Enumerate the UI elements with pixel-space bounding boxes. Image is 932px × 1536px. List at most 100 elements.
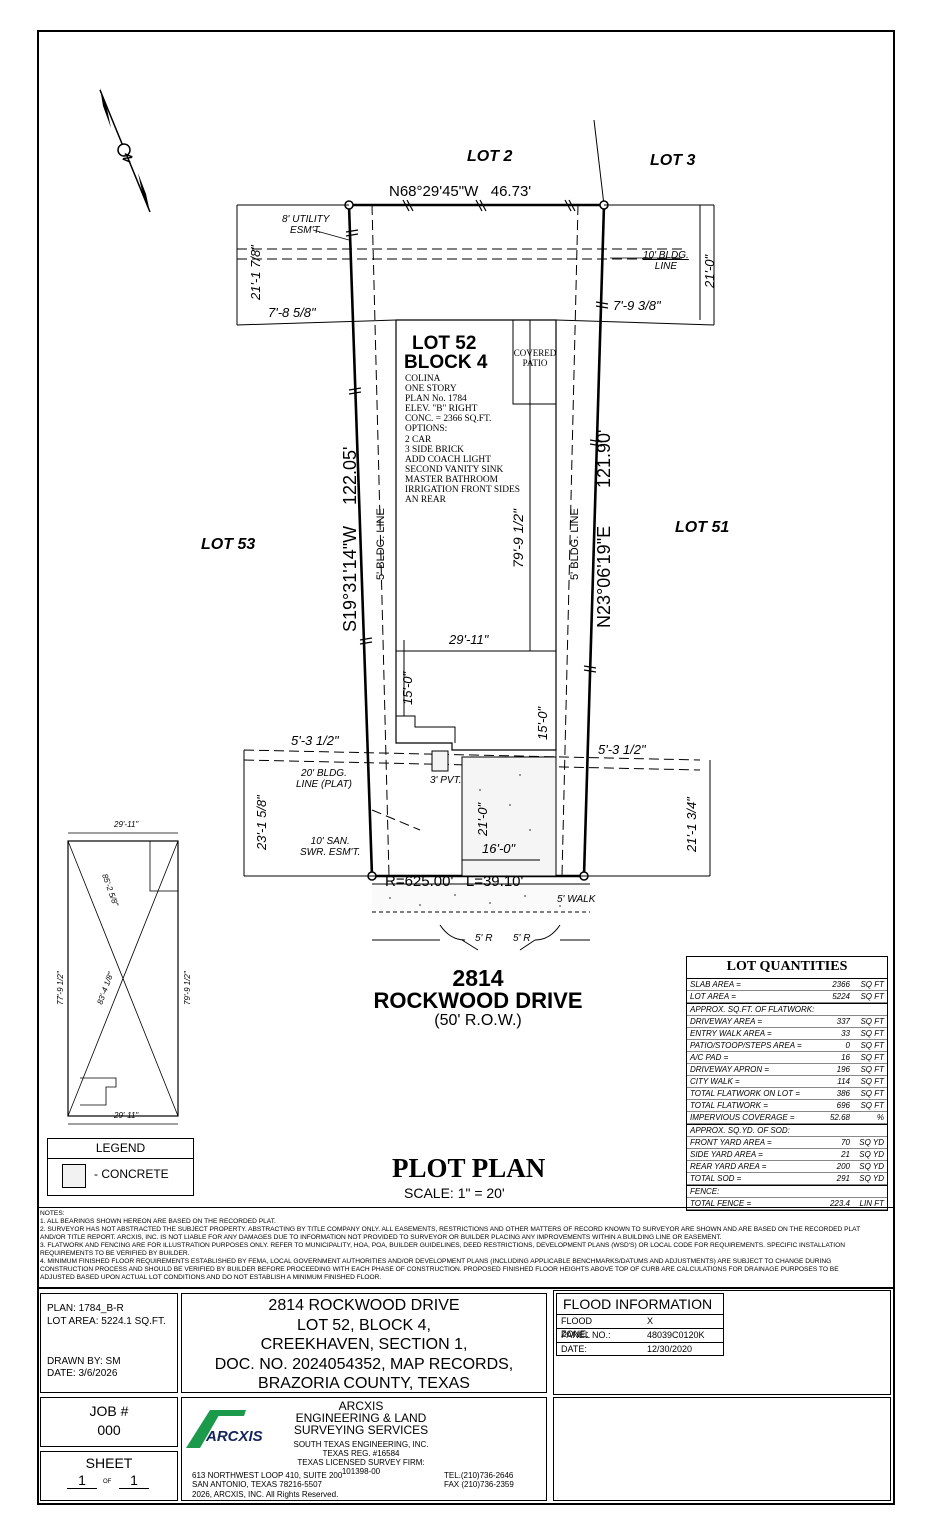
house-info-line: PLAN No. 1784 [405, 394, 467, 405]
slab-left-dim: 77'-9 1/2" [56, 970, 65, 1005]
note-line: 3. FLATWORK AND FENCING ARE FOR ILLUSTRA… [40, 1242, 845, 1249]
dim-7-8: 7'-8 5/8" [268, 305, 316, 320]
dim-16-0: 16'-0" [482, 841, 516, 856]
fence-header: FENCE: [687, 1185, 887, 1198]
flood-title: FLOOD INFORMATION [557, 1294, 723, 1315]
house-info-line: COLINA [405, 374, 441, 384]
plan-label: PLAN: 1784_B-R [47, 1303, 124, 1314]
company-line: SURVEYING SERVICES [293, 1423, 429, 1437]
company-line: ARCXIS [338, 1399, 384, 1413]
quantity-label: TOTAL FLATWORK = [690, 1101, 768, 1110]
quantity-unit: SQ YD [859, 1138, 884, 1147]
sanitary-easement-label: 10' SAN.SWR. ESM'T. [300, 836, 361, 858]
quantity-unit: SQ FT [860, 1029, 884, 1038]
walk-label: 5' WALK [557, 894, 596, 905]
notes-block: NOTES: 1. ALL BEARINGS SHOWN HEREON ARE … [40, 1210, 892, 1282]
quantity-label: DRIVEWAY APRON = [690, 1065, 770, 1074]
house-info-line: OPTIONS: [405, 424, 448, 435]
flood-zone-label: FLOOD ZONE: [561, 1316, 593, 1339]
slab-diag1-dim: 85'-2 5/8" [100, 873, 120, 909]
sheet-label: SHEET [85, 1455, 133, 1471]
quantity-unit: SQ FT [860, 1065, 884, 1074]
quantity-value: 70 [841, 1138, 850, 1147]
quantity-label: FRONT YARD AREA = [690, 1138, 772, 1147]
quantity-label: CITY WALK = [690, 1077, 740, 1086]
quantity-value: 291 [836, 1174, 850, 1183]
company-small-line: SOUTH TEXAS ENGINEERING, INC. [293, 1440, 429, 1449]
quantity-label: TOTAL FLATWORK ON LOT = [690, 1089, 800, 1098]
north-arrow-icon: N [99, 88, 151, 213]
sheet-of: OF [103, 1479, 112, 1485]
lot-quantities-title: LOT QUANTITIES [687, 957, 887, 979]
slab-diagram: 77'-9 1/2" 79'-9 1/2" 85'-2 5/8" 83'-4 1… [56, 832, 192, 1125]
notes-header: NOTES: [40, 1210, 65, 1217]
slab-bottom-dim: 29'-11" [114, 1111, 139, 1120]
quantity-unit: SQ FT [860, 1017, 884, 1026]
quantity-value-group: 70 SQ YD [841, 1137, 884, 1148]
legend-box: LEGEND - CONCRETE [47, 1138, 194, 1196]
note-line: 2. SURVEYOR HAS NOT ABSTRACTED THE SUBJE… [40, 1226, 861, 1233]
drawing-border [37, 30, 895, 1505]
quantity-label: SIDE YARD AREA = [690, 1150, 763, 1159]
lot-53-label: LOT 53 [201, 536, 256, 553]
quantity-label: REAR YARD AREA = [690, 1162, 767, 1171]
sheet-box: SHEET 1 OF 1 [40, 1451, 178, 1501]
quantity-row: IMPERVIOUS COVERAGE =52.68% [687, 1112, 887, 1124]
dim-21-0-top: 21'-0" [702, 253, 717, 289]
plot-plan-title: PLOT PLAN [392, 1153, 546, 1183]
arcxis-logo: ARCXIS [186, 1406, 284, 1450]
street-number: 2814 [452, 965, 504, 991]
concrete-swatch-icon [62, 1164, 86, 1188]
note-line: AND/OR TITLE REPORT. ARCXIS, INC. IS NOT… [40, 1234, 722, 1241]
dim-15-0-b: 15'-0" [535, 705, 550, 740]
quantity-row: FRONT YARD AREA = 70 SQ YD [687, 1137, 887, 1149]
house-info-line: ELEV. "B" RIGHT [405, 404, 478, 415]
note-line: 1. ALL BEARINGS SHOWN HEREON ARE BASED O… [40, 1218, 276, 1225]
quantity-unit: % [876, 1113, 884, 1122]
house-info-line: ADD COACH LIGHT [405, 454, 491, 465]
lot-51-label: LOT 51 [675, 519, 730, 536]
quantity-label: A/C PAD = [690, 1053, 729, 1062]
job-label: JOB # [89, 1403, 129, 1419]
flatwork-header: APPROX. SQ.FT. OF FLATWORK: [687, 1003, 887, 1016]
house-info-line: 2 CAR [405, 434, 432, 445]
quantity-unit: SQ FT [860, 1041, 884, 1050]
quantity-value: 21 [841, 1150, 850, 1159]
flood-date-label: DATE: [561, 1344, 587, 1354]
lot-2-label: LOT 2 [467, 148, 513, 165]
block-4-label: BLOCK 4 [404, 352, 488, 373]
side-bldg-line-left: 5' BLDG. LINE [375, 508, 387, 580]
description-line: CREEKHAVEN, SECTION 1, [260, 1336, 468, 1353]
dim-21-0-drive: 21'-0" [475, 801, 490, 837]
slab-diag2-dim: 83'-4 1/8" [95, 970, 115, 1006]
sheet-number: 1 [67, 1472, 97, 1489]
flood-zone-value: X [647, 1316, 654, 1326]
dim-79-9: 79'-9 1/2" [510, 508, 526, 568]
quantity-unit: SQ FT [860, 992, 884, 1001]
drawn-date-label: DATE: 3/6/2026 [47, 1368, 118, 1379]
panel-label: PANEL NO.: [561, 1330, 611, 1340]
bearing-left: S19°31'14"W [340, 526, 360, 632]
lot-52-label: LOT 52 [412, 333, 477, 354]
front-bldg-line-label: 20' BLDG.LINE (PLAT) [296, 768, 352, 790]
description-line: 2814 ROCKWOOD DRIVE [268, 1297, 460, 1314]
copyright: 2026, ARCXIS, INC. All Rights Reserved. [192, 1490, 339, 1499]
dim-21-1-78: 21'-1 7/8" [248, 244, 263, 301]
quantity-value: 223.4 [829, 1199, 850, 1208]
